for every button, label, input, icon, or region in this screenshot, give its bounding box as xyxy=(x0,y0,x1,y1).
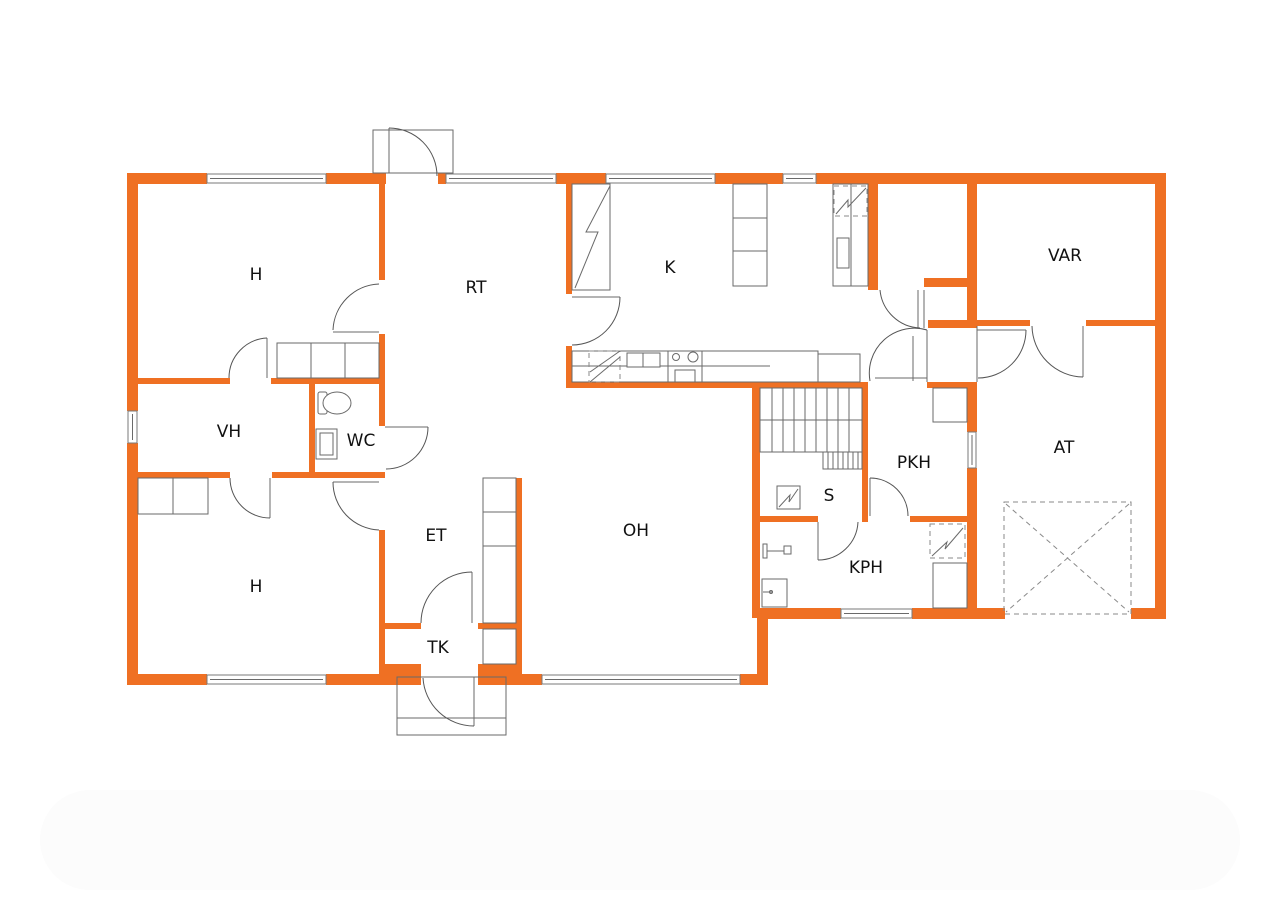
room-label-kph: KPH xyxy=(849,558,883,578)
room-label-h-bottom: H xyxy=(250,577,263,597)
doors xyxy=(228,127,1084,736)
room-label-wc: WC xyxy=(347,431,376,451)
background-smudge xyxy=(40,790,1240,890)
room-label-et: ET xyxy=(425,526,447,546)
fixtures xyxy=(137,183,1132,665)
room-label-h-top: H xyxy=(250,265,263,285)
room-label-at: AT xyxy=(1054,438,1075,458)
room-label-oh: OH xyxy=(623,521,649,541)
room-labels: H RT K VAR VH WC PKH AT S ET OH KPH H TK xyxy=(217,246,1082,658)
room-label-rt: RT xyxy=(466,278,488,298)
staircase xyxy=(759,387,863,470)
room-label-pkh: PKH xyxy=(897,453,931,473)
room-label-k: K xyxy=(664,258,676,278)
room-label-tk: TK xyxy=(426,638,449,658)
interior-walls xyxy=(138,184,1155,685)
room-label-vh: VH xyxy=(217,422,241,442)
windows xyxy=(127,173,977,685)
exterior-walls xyxy=(127,173,1166,685)
room-label-s: S xyxy=(824,486,835,506)
room-label-var: VAR xyxy=(1048,246,1082,266)
